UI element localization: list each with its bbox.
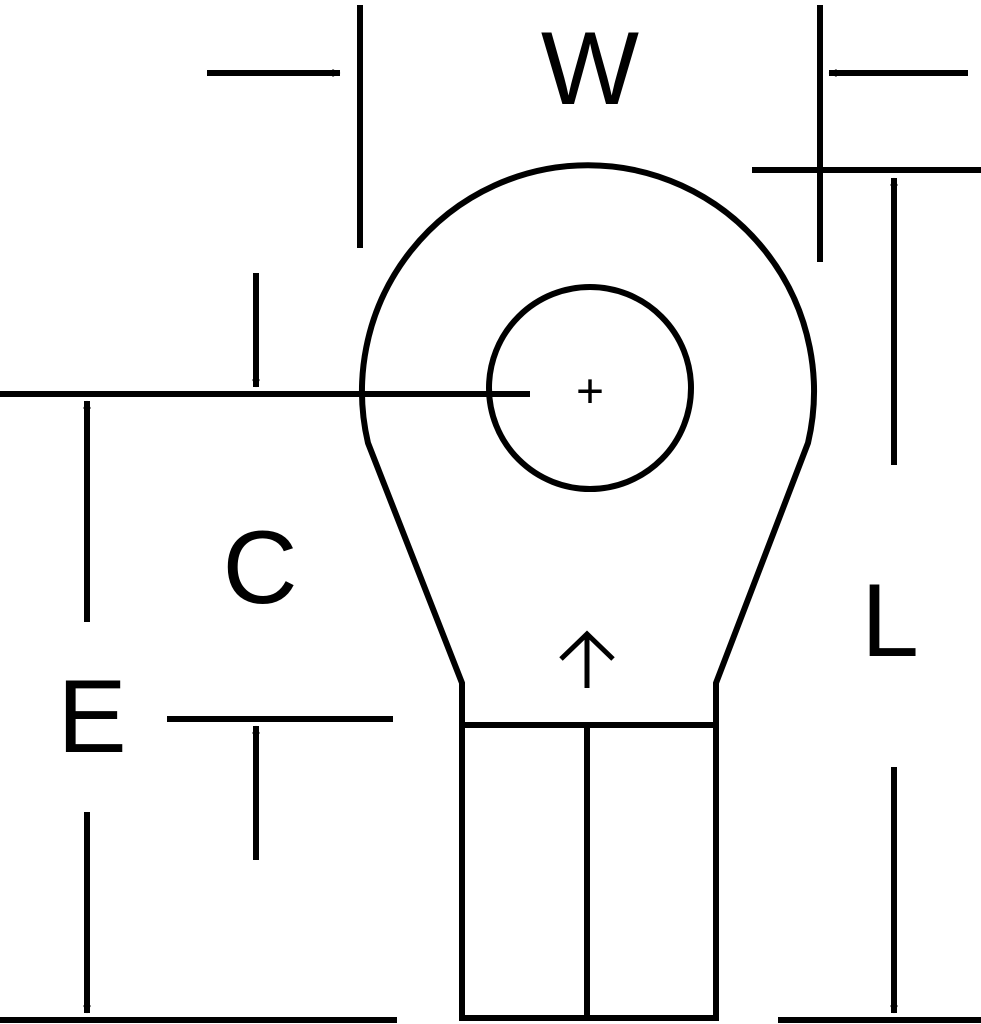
- label-w: W: [541, 11, 639, 127]
- tongue-arrow-mark: [559, 630, 615, 688]
- ring-terminal-outline: [359, 162, 817, 1021]
- label-l: L: [861, 563, 919, 679]
- center-mark: +: [576, 366, 604, 419]
- stud-hole: [486, 284, 694, 492]
- label-e: E: [57, 659, 126, 775]
- label-c: C: [222, 510, 297, 626]
